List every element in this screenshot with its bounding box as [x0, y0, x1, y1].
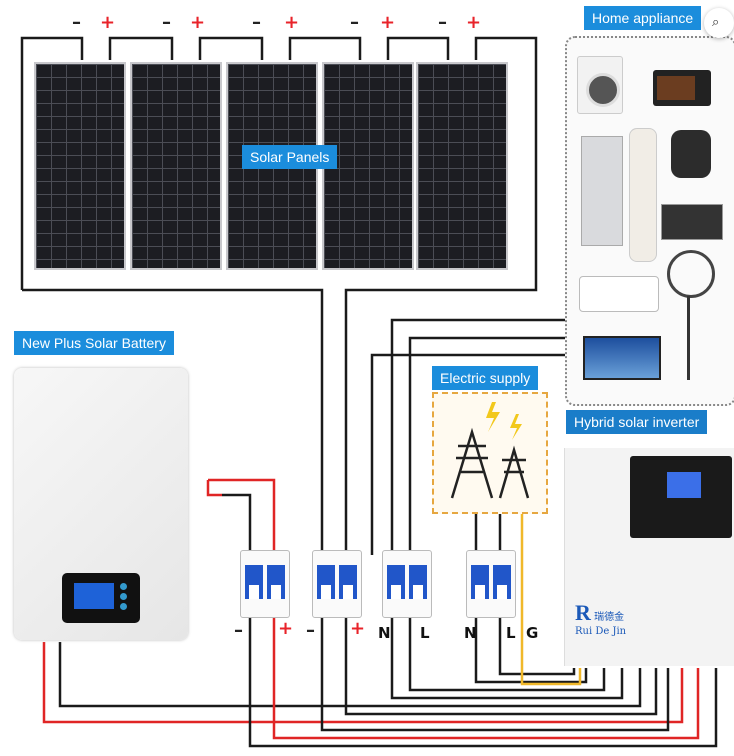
washing-machine-icon: [577, 56, 623, 114]
n1-label: N: [378, 624, 391, 642]
battery-minus-label: –: [234, 620, 243, 641]
g-label: G: [526, 624, 539, 642]
microwave-icon: [661, 204, 723, 240]
fan-stand: [687, 296, 690, 380]
rice-cooker-icon: [671, 130, 711, 178]
electric-supply-label: Electric supply: [432, 366, 539, 390]
solar-panel-4: [322, 62, 414, 270]
bottom-loops: [42, 510, 718, 748]
television-icon: [583, 336, 661, 380]
home-appliance-label: Home appliance: [584, 6, 702, 30]
solar-panel-5: [416, 62, 508, 270]
battery-display: [62, 573, 140, 623]
pv-minus-label: –: [306, 620, 315, 641]
l1-label: L: [420, 624, 430, 642]
inverter-brand: R 瑞德金 Rui De Jin: [575, 600, 626, 637]
inverter-wires: [370, 318, 566, 555]
oven-icon: [653, 70, 711, 106]
grid-input-breaker: [466, 550, 516, 618]
battery-red-wire: [208, 478, 276, 555]
panel2-minus: –: [162, 12, 171, 33]
panel3-minus: –: [252, 12, 261, 33]
home-appliance-box: [565, 36, 734, 406]
hybrid-inverter: R 瑞德金 Rui De Jin: [564, 448, 734, 666]
n2-label: N: [464, 624, 477, 642]
battery-breaker: [240, 550, 290, 618]
battery-button: [120, 603, 127, 610]
battery-button: [120, 593, 127, 600]
panel5-plus: +: [466, 12, 482, 33]
inverter-label: Hybrid solar inverter: [566, 410, 708, 434]
panel2-plus: +: [190, 12, 206, 33]
refrigerator-icon: [581, 136, 623, 246]
panel3-plus: +: [284, 12, 300, 33]
panel1-minus: –: [72, 12, 81, 33]
wall-ac-icon: [579, 276, 659, 312]
inverter-control-panel: [630, 456, 732, 538]
power-tower-icon: [450, 402, 530, 499]
l2-label: L: [506, 624, 516, 642]
battery-plus-label: +: [278, 618, 294, 639]
brand-logo: R: [575, 600, 591, 625]
solar-panels-label: Solar Panels: [242, 145, 338, 169]
solar-panel-2: [130, 62, 222, 270]
image-search-icon: ⌕: [712, 14, 720, 29]
electric-supply-box: [432, 392, 548, 514]
panel4-minus: –: [350, 12, 359, 33]
panel5-minus: –: [438, 12, 447, 33]
air-conditioner-tower-icon: [629, 128, 657, 262]
pv-breaker: [312, 550, 362, 618]
pv-plus-label: +: [350, 618, 366, 639]
battery-lcd: [74, 583, 114, 609]
ac-output-breaker: [382, 550, 432, 618]
battery-button: [120, 583, 127, 590]
panel-interconnects: [20, 36, 538, 555]
panel1-plus: +: [100, 12, 116, 33]
battery-black-wire: [222, 493, 252, 555]
battery-label: New Plus Solar Battery: [14, 331, 174, 355]
solar-battery: [14, 368, 188, 640]
brand-cn: 瑞德金: [594, 612, 625, 623]
panel4-plus: +: [380, 12, 396, 33]
brand-en: Rui De Jin: [575, 626, 627, 637]
inverter-lcd: [667, 472, 701, 498]
fan-icon: [667, 250, 715, 298]
solar-panel-1: [34, 62, 126, 270]
image-search-button[interactable]: ⌕: [704, 8, 734, 38]
battery-red-stub: [206, 480, 222, 497]
